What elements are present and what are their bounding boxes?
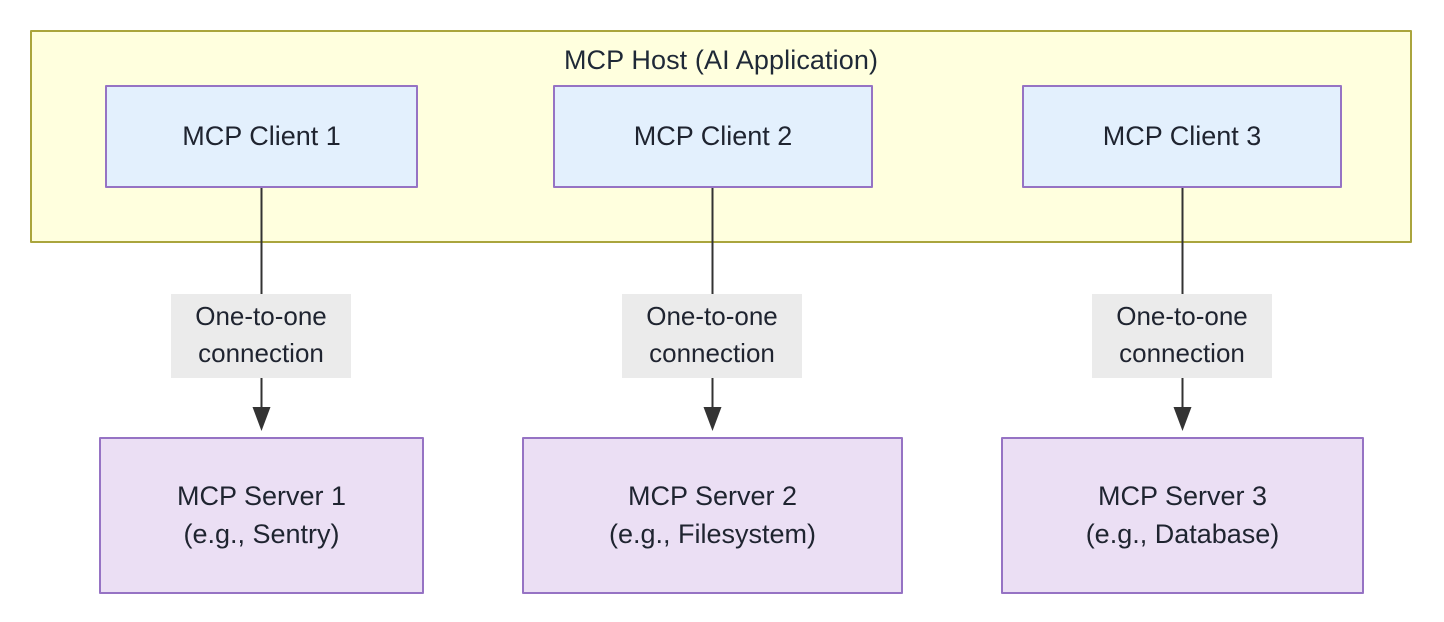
edge-label-client-2-server-2: One-to-one connection — [622, 294, 802, 378]
node-mcp-server-2-label: MCP Server 2 (e.g., Filesystem) — [608, 481, 817, 549]
node-mcp-client-1-label: MCP Client 1 — [182, 120, 341, 151]
node-mcp-client-2-label: MCP Client 2 — [633, 120, 793, 151]
node-mcp-server-3[interactable]: MCP Server 3 (e.g., Database) — [1001, 437, 1364, 594]
edge-label-client-3-server-3: One-to-one connection — [1092, 294, 1272, 378]
node-mcp-server-2[interactable]: MCP Server 2 (e.g., Filesystem) — [522, 437, 903, 594]
node-mcp-client-3-label: MCP Client 3 — [1102, 120, 1262, 151]
node-mcp-server-1[interactable]: MCP Server 1 (e.g., Sentry) — [99, 437, 424, 594]
mcp-host-title: MCP Host (AI Application) — [563, 45, 879, 75]
node-mcp-client-2[interactable]: MCP Client 2 — [553, 85, 873, 188]
node-mcp-server-3-label: MCP Server 3 (e.g., Database) — [1085, 481, 1280, 549]
node-mcp-server-1-label: MCP Server 1 (e.g., Sentry) — [176, 481, 347, 549]
edge-label-client-1-server-1: One-to-one connection — [171, 294, 351, 378]
node-mcp-client-3[interactable]: MCP Client 3 — [1022, 85, 1342, 188]
node-mcp-client-1[interactable]: MCP Client 1 — [105, 85, 418, 188]
